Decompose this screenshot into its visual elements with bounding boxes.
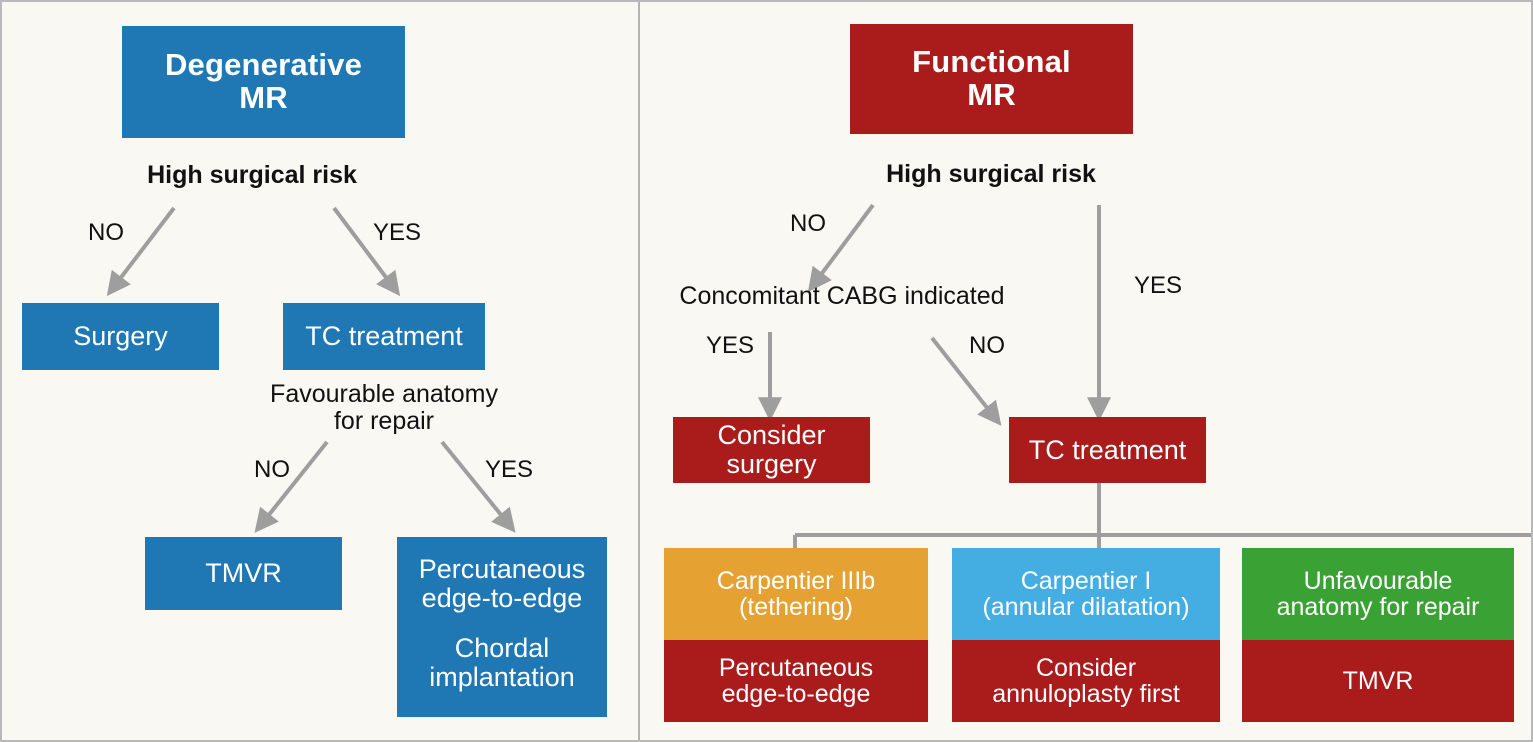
- outcome-bottom-tmvr[interactable]: TMVR: [1242, 640, 1514, 722]
- node-degenerative-mr-line2: MR: [239, 80, 288, 115]
- outcome-top-carpentier-iiib[interactable]: Carpentier IIIb (tethering): [664, 548, 928, 640]
- outcome-bottom-annuloplasty-line2: annuloplasty first: [992, 680, 1180, 708]
- question-favourable-anatomy-line1: Favourable anatomy: [270, 380, 498, 408]
- outcome-bottom-annuloplasty-line1: Consider: [1035, 653, 1137, 682]
- node-chordal-line2: implantation: [429, 661, 575, 692]
- branch-label-no-2-left: NO: [254, 456, 290, 483]
- branch-label-yes-1-left: YES: [372, 219, 422, 246]
- outcome-bottom-tmvr-line1: TMVR: [1342, 666, 1414, 695]
- outcome-top-carpentier-iiib-line1: Carpentier IIIb: [716, 566, 876, 595]
- node-degenerative-mr[interactable]: Degenerative MR: [122, 26, 405, 138]
- outcome-top-unfavourable-line1: Unfavourable: [1303, 566, 1453, 595]
- outcome-top-carpentier-i[interactable]: Carpentier I (annular dilatation): [952, 548, 1220, 640]
- outcome-bottom-percutaneous-line1: Percutaneous: [718, 653, 874, 682]
- outcome-top-carpentier-iiib-line2: (tethering): [739, 593, 853, 621]
- outcome-bottom-percutaneous-edge-to-edge[interactable]: Percutaneous edge-to-edge: [664, 640, 928, 722]
- question-favourable-anatomy-line2: for repair: [333, 407, 435, 435]
- outcome-bottom-percutaneous-line2: edge-to-edge: [721, 680, 871, 708]
- question-concomitant-cabg: Concomitant CABG indicated: [679, 282, 1005, 310]
- node-tc-treatment-right[interactable]: TC treatment: [1009, 417, 1206, 483]
- node-percutaneous-line2: edge-to-edge: [421, 582, 583, 613]
- node-consider-surgery[interactable]: Consider surgery: [673, 417, 870, 483]
- branch-label-yes-2-right: YES: [705, 332, 755, 359]
- outcome-top-carpentier-i-line1: Carpentier I: [1020, 566, 1152, 595]
- node-functional-mr[interactable]: Functional MR: [850, 24, 1133, 134]
- node-percutaneous-line1: Percutaneous: [418, 554, 586, 584]
- node-degenerative-mr-line1: Degenerative: [164, 47, 363, 83]
- panel-degenerative-mr: Degenerative MR High surgical risk NO YE…: [2, 2, 638, 740]
- outcome-bottom-consider-annuloplasty[interactable]: Consider annuloplasty first: [952, 640, 1220, 722]
- node-functional-mr-line2: MR: [967, 77, 1016, 112]
- outcome-top-carpentier-i-line2: (annular dilatation): [982, 593, 1190, 621]
- node-tc-treatment-left[interactable]: TC treatment: [283, 303, 485, 370]
- branch-label-no-2-right: NO: [969, 332, 1005, 359]
- branch-label-no-1-left: NO: [88, 219, 124, 246]
- question-high-surgical-risk-left: High surgical risk: [147, 161, 357, 189]
- panel-functional-mr: Functional MR High surgical risk NO YES …: [642, 2, 1531, 740]
- node-consider-surgery-line1: Consider: [717, 420, 826, 451]
- question-favourable-anatomy: Favourable anatomy for repair: [234, 381, 534, 435]
- node-surgery[interactable]: Surgery: [22, 303, 219, 370]
- node-consider-surgery-line2: surgery: [726, 449, 817, 479]
- node-tmvr-left[interactable]: TMVR: [145, 537, 342, 610]
- outcome-top-unfavourable-anatomy[interactable]: Unfavourable anatomy for repair: [1242, 548, 1514, 640]
- branch-label-no-1-right: NO: [790, 210, 826, 237]
- question-high-surgical-risk-right: High surgical risk: [886, 160, 1096, 188]
- node-percutaneous-chordal[interactable]: Percutaneous edge-to-edge Chordal implan…: [397, 537, 607, 717]
- outcome-top-unfavourable-line2: anatomy for repair: [1276, 593, 1480, 621]
- branch-label-yes-2-left: YES: [484, 456, 534, 483]
- node-functional-mr-line1: Functional: [912, 44, 1071, 80]
- branch-label-yes-1-right: YES: [1133, 272, 1183, 299]
- node-chordal-line1: Chordal: [454, 633, 550, 664]
